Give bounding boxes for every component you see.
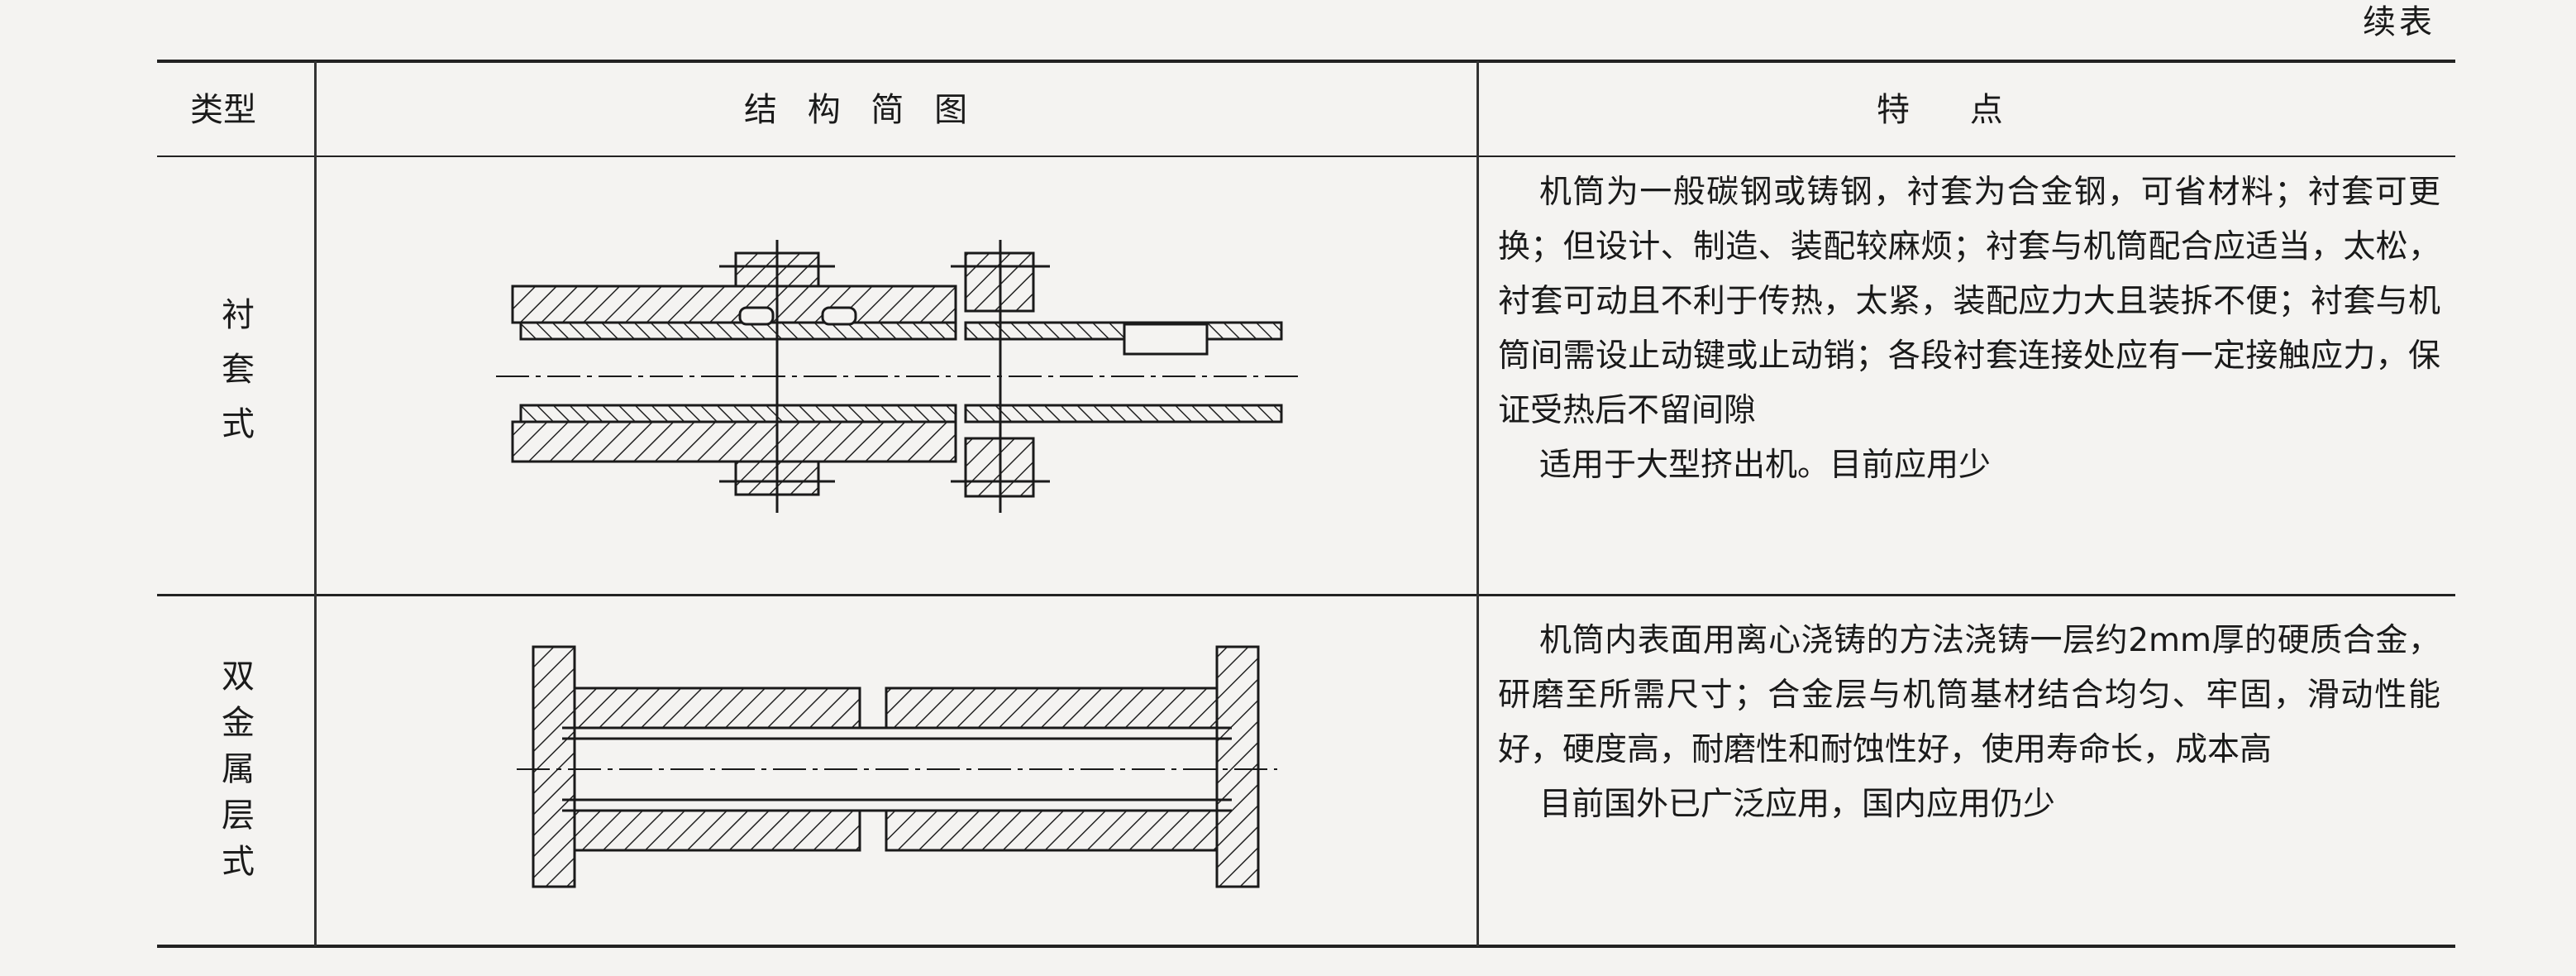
bimetal-barrel-diagram bbox=[517, 645, 1277, 888]
features-lining: 机筒为一般碳钢或铸钢，衬套为合金钢，可省材料；衬套可更换；但设计、制造、装配较麻… bbox=[1498, 174, 2440, 484]
header-rule bbox=[157, 155, 2455, 157]
row-type-lining: 衬 套 式 bbox=[222, 296, 255, 443]
column-divider bbox=[314, 61, 317, 946]
table-top-rule bbox=[157, 60, 2455, 63]
column-divider bbox=[1476, 61, 1479, 946]
lined-barrel-diagram bbox=[496, 240, 1298, 513]
header-diagram: 结 构 简 图 bbox=[744, 91, 978, 129]
row-divider bbox=[157, 594, 2455, 596]
header-type: 类型 bbox=[190, 91, 256, 129]
continued-label: 续表 bbox=[2363, 3, 2435, 41]
row-type-bimetal: 双 金 属 层 式 bbox=[222, 658, 255, 881]
header-features: 特 点 bbox=[1877, 91, 2028, 129]
features-bimetal: 机筒内表面用离心浇铸的方法浇铸一层约2mm厚的硬质合金，研磨至所需尺寸；合金层与… bbox=[1498, 622, 2440, 823]
table-bottom-rule bbox=[157, 945, 2455, 948]
